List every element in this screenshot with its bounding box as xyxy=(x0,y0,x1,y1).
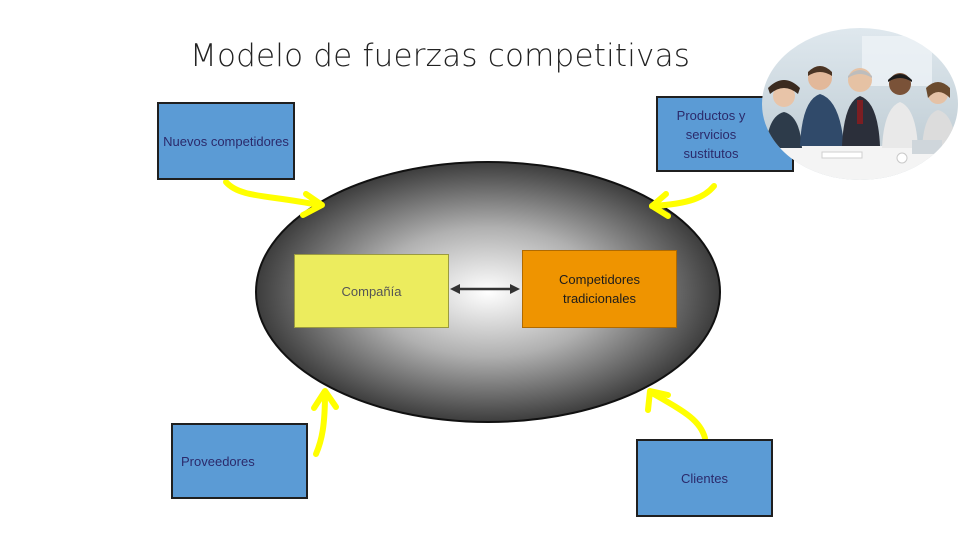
clientes-box: Clientes xyxy=(636,439,773,517)
clientes-label: Clientes xyxy=(681,470,728,486)
proveedores-box: Proveedores xyxy=(171,423,308,499)
nuevos-competidores-label: Nuevos competidores xyxy=(163,133,289,149)
arrow-proveedores xyxy=(313,390,328,457)
arrow-proveedores-head xyxy=(311,388,339,411)
competidores-tradicionales-label: Competidores tradicionales xyxy=(559,272,640,306)
arrow-clientes-head xyxy=(645,388,671,413)
arrow-sustitutos xyxy=(649,183,717,209)
proveedores-label: Proveedores xyxy=(181,453,255,469)
compania-label: Compañía xyxy=(341,283,402,299)
arrow-sustitutos-head xyxy=(649,191,671,219)
competidores-tradicionales-box: Competidores tradicionales xyxy=(522,250,677,328)
arrow-nuevos-head xyxy=(300,191,325,218)
arrow-clientes xyxy=(649,390,708,441)
nuevos-competidores-box: Nuevos competidores xyxy=(157,102,295,180)
sustitutos-label: Productos y servicios sustitutos xyxy=(676,107,746,161)
compania-box: Compañía xyxy=(294,254,449,328)
arrow-nuevos xyxy=(223,179,321,208)
people-meeting-photo xyxy=(762,28,958,180)
page-title: Modelo de fuerzas competitivas xyxy=(190,38,691,74)
